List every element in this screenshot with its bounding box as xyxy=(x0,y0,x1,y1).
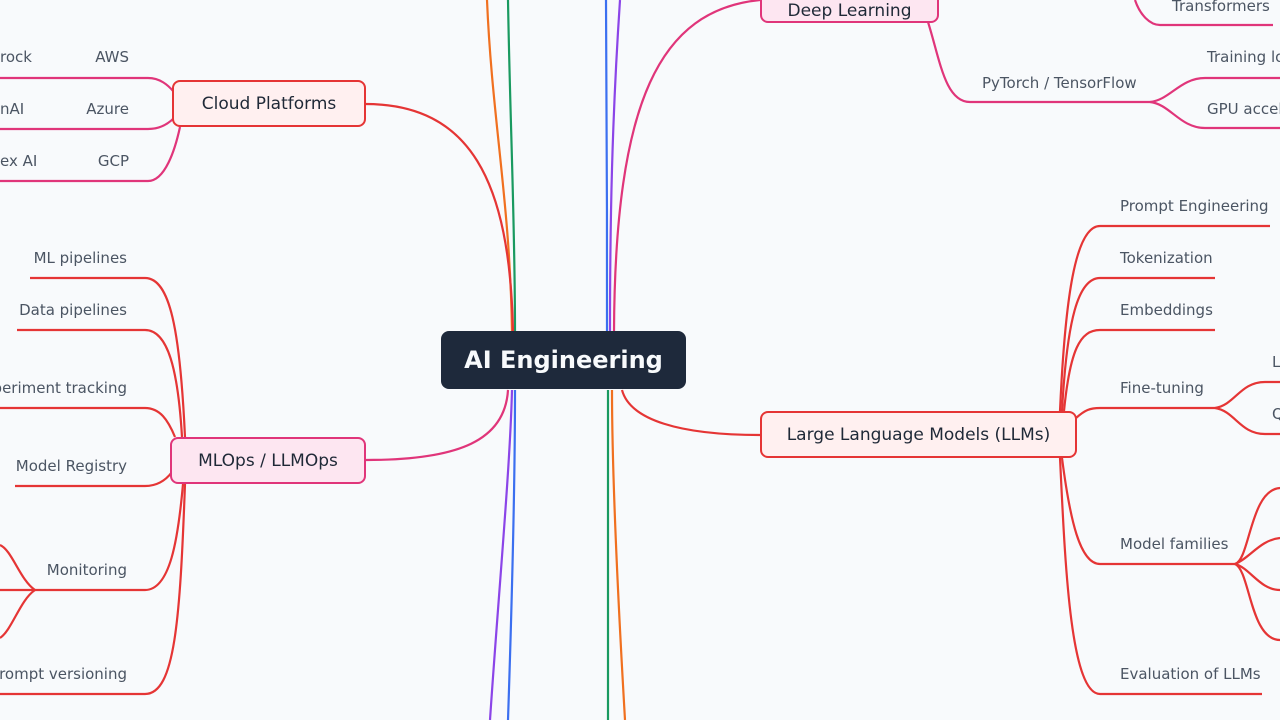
llms-node[interactable]: Large Language Models (LLMs) xyxy=(760,411,1077,458)
edge-purple-top xyxy=(608,0,622,333)
cloud-platforms-node[interactable]: Cloud Platforms xyxy=(172,80,366,127)
edge-blue-top xyxy=(604,0,609,333)
data-pipelines-label[interactable]: Data pipelines xyxy=(19,301,127,319)
edge-mlops xyxy=(365,389,510,462)
qlora-label[interactable]: Q xyxy=(1272,405,1280,423)
edge-deep-learning xyxy=(612,0,761,333)
llms-label: Large Language Models (LLMs) xyxy=(786,424,1051,445)
pytorch-tensorflow-label[interactable]: PyTorch / TensorFlow xyxy=(982,74,1137,92)
mlops-label: MLOps / LLMOps xyxy=(198,450,338,471)
edge-green-top xyxy=(506,0,517,333)
gcp-label[interactable]: GCP xyxy=(97,152,129,170)
aws-label[interactable]: AWS xyxy=(95,48,129,66)
bedrock-label[interactable]: rock xyxy=(0,48,32,66)
prompt-versioning-label[interactable]: rompt versioning xyxy=(0,665,127,683)
transformers-label[interactable]: Transformers xyxy=(1172,0,1270,15)
ml-pipelines-label[interactable]: ML pipelines xyxy=(33,249,127,267)
deep-learning-label: Deep Learning xyxy=(787,0,912,21)
gpu-acceleration-label[interactable]: GPU accel xyxy=(1207,100,1280,118)
prompt-engineering-label[interactable]: Prompt Engineering xyxy=(1120,197,1269,215)
model-registry-label[interactable]: Model Registry xyxy=(15,457,127,475)
lora-label[interactable]: L xyxy=(1272,353,1280,371)
tokenization-label[interactable]: Tokenization xyxy=(1120,249,1213,267)
root-label: AI Engineering xyxy=(464,346,663,374)
vertex-ai-label[interactable]: ex AI xyxy=(0,152,38,170)
azure-label[interactable]: Azure xyxy=(86,100,129,118)
mlops-node[interactable]: MLOps / LLMOps xyxy=(170,437,366,484)
deep-learning-node[interactable]: Deep Learning xyxy=(760,0,939,23)
cloud-platforms-label: Cloud Platforms xyxy=(201,93,337,114)
edge-llms xyxy=(620,389,761,437)
experiment-tracking-label[interactable]: periment tracking xyxy=(0,379,127,397)
monitoring-label[interactable]: Monitoring xyxy=(46,561,127,579)
fine-tuning-label[interactable]: Fine-tuning xyxy=(1120,379,1204,397)
edge-cloud xyxy=(364,102,515,333)
edge-orange-bottom xyxy=(610,389,627,720)
training-loops-label[interactable]: Training lo xyxy=(1207,48,1280,66)
evaluation-of-llms-label[interactable]: Evaluation of LLMs xyxy=(1120,665,1261,683)
edge-blue-bottom xyxy=(506,389,517,720)
openai-label[interactable]: nAI xyxy=(0,100,25,118)
model-families-label[interactable]: Model families xyxy=(1120,535,1229,553)
edge-purple-bottom xyxy=(488,389,514,720)
root-node[interactable]: AI Engineering xyxy=(441,331,686,389)
embeddings-label[interactable]: Embeddings xyxy=(1120,301,1213,319)
